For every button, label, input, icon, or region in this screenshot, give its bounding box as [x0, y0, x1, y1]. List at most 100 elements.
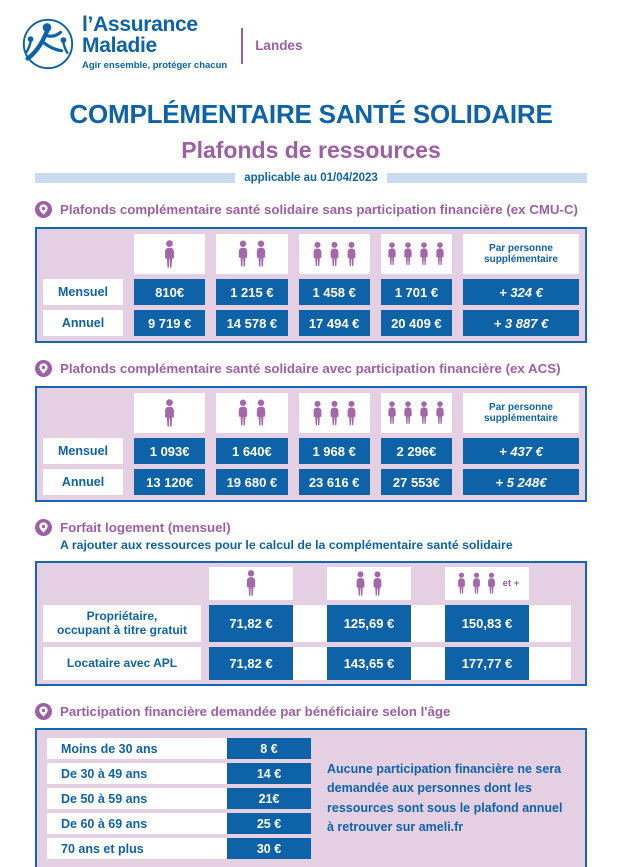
gutter	[201, 605, 209, 642]
value-cell: 23 616 €	[298, 469, 370, 495]
table-row: De 30 à 49 ans 14 €	[47, 763, 311, 784]
gutter	[201, 567, 209, 600]
age-label: De 50 à 59 ans	[47, 788, 227, 809]
spacer	[529, 647, 571, 680]
table-corner	[43, 393, 123, 433]
banner-bar	[35, 173, 236, 183]
table-header-row: et +	[43, 567, 579, 600]
header-divider	[241, 28, 244, 64]
page-subtitle: Plafonds de ressources	[181, 137, 441, 163]
value-cell: 143,65 €	[327, 647, 411, 680]
value-cell: + 437 €	[463, 438, 579, 464]
table-corner	[43, 567, 201, 600]
age-label: Moins de 30 ans	[47, 738, 227, 759]
household-2-persons-icon	[327, 567, 411, 600]
section-heading-text: Plafonds complémentaire santé solidaire …	[60, 202, 578, 217]
value-cell: 13 120€	[134, 469, 206, 495]
value-cell: 125,69 €	[327, 605, 411, 642]
value-cell: 1 640€	[216, 438, 288, 464]
age-value: 30 €	[227, 838, 311, 859]
value-cell: 1 093€	[134, 438, 206, 464]
table-row: Locataire avec APL 71,82 € 143,65 € 177,…	[43, 647, 579, 680]
value-cell: + 5 248€	[463, 469, 579, 495]
section-heading-cmuc: Plafonds complémentaire santé solidaire …	[35, 201, 592, 218]
age-value: 8 €	[227, 738, 311, 759]
gutter	[411, 567, 445, 600]
extra-person-header: Par personne supplémentaire	[463, 234, 579, 274]
value-cell: 1 701 €	[380, 279, 452, 305]
value-cell: 1 458 €	[298, 279, 370, 305]
brand-name-line1: l’Assurance	[82, 13, 198, 36]
value-cell: 1 968 €	[298, 438, 370, 464]
brand-block: l’Assurance Maladie Agir ensemble, proté…	[82, 14, 227, 71]
table-cmuc: Par personne supplémentaire Mensuel 810€…	[35, 227, 587, 343]
row-label: Annuel	[43, 310, 123, 336]
value-cell: 71,82 €	[209, 605, 293, 642]
row-label: Propriétaire, occupant à titre gratuit	[43, 605, 201, 642]
section-heading-text: Participation financière demandée par bé…	[60, 704, 451, 719]
table-row: De 60 à 69 ans 25 €	[47, 813, 311, 834]
value-cell: + 324 €	[463, 279, 579, 305]
applicable-banner: applicable au 01/04/2023	[35, 172, 588, 184]
household-2-persons-icon	[216, 234, 288, 274]
value-cell: 2 296€	[380, 438, 452, 464]
household-4-persons-icon	[380, 393, 452, 433]
spacer	[411, 605, 445, 642]
et-plus-label: et +	[502, 578, 520, 589]
table-acs: Par personne supplémentaire Mensuel 1 09…	[35, 386, 587, 502]
value-cell: 810€	[134, 279, 206, 305]
household-3-persons-icon	[298, 393, 370, 433]
participation-note: Aucune participation financière ne sera …	[327, 761, 563, 834]
value-cell: 14 578 €	[216, 310, 288, 336]
table-logement: et + Propriétaire, occupant à titre grat…	[35, 561, 587, 686]
row-label: Locataire avec APL	[43, 647, 201, 680]
row-label: Mensuel	[43, 438, 123, 464]
spacer	[293, 605, 327, 642]
page-title: COMPLÉMENTAIRE SANTÉ SOLIDAIRE	[69, 99, 553, 129]
household-1-person-icon	[209, 567, 293, 600]
household-2-persons-icon	[216, 393, 288, 433]
row-label: Mensuel	[43, 279, 123, 305]
row-label: Annuel	[43, 469, 123, 495]
section-heading-text: Forfait logement (mensuel)	[60, 520, 231, 535]
table-corner	[43, 234, 123, 274]
value-cell: 27 553€	[380, 469, 452, 495]
table-row: De 50 à 59 ans 21€	[47, 788, 311, 809]
value-cell: 150,83 €	[445, 605, 529, 642]
age-label: 70 ans et plus	[47, 838, 227, 859]
location-pin-icon	[35, 360, 52, 377]
spacer	[293, 647, 327, 680]
table-participation: Moins de 30 ans 8 € De 30 à 49 ans 14 € …	[35, 728, 587, 867]
age-rows: Moins de 30 ans 8 € De 30 à 49 ans 14 € …	[47, 738, 311, 859]
section-subheading: A rajouter aux ressources pour le calcul…	[60, 538, 513, 552]
section-heading-acs: Plafonds complémentaire santé solidaire …	[35, 360, 592, 377]
table-row: Propriétaire, occupant à titre gratuit 7…	[43, 605, 579, 642]
brand-tagline: Agir ensemble, protéger chacun	[82, 60, 228, 71]
age-label: De 60 à 69 ans	[47, 813, 227, 834]
gutter	[293, 567, 327, 600]
household-3-persons-icon	[298, 234, 370, 274]
header: l’Assurance Maladie Agir ensemble, proté…	[0, 0, 622, 77]
brand-name-line2: Maladie	[82, 34, 157, 57]
location-pin-icon	[35, 703, 52, 720]
household-4-persons-icon	[380, 234, 452, 274]
location-pin-icon	[35, 519, 52, 536]
age-value: 25 €	[227, 813, 311, 834]
section-heading-text: Plafonds complémentaire santé solidaire …	[60, 361, 561, 376]
securite-sociale-emblem-icon	[18, 14, 76, 77]
age-value: 14 €	[227, 763, 311, 784]
table-row: Moins de 30 ans 8 €	[47, 738, 311, 759]
gutter	[201, 647, 209, 680]
section-heading-participation: Participation financière demandée par bé…	[35, 703, 592, 720]
household-1-person-icon	[134, 393, 206, 433]
value-cell: 19 680 €	[216, 469, 288, 495]
applicable-date: applicable au 01/04/2023	[244, 172, 378, 184]
value-cell: 20 409 €	[380, 310, 452, 336]
section-heading-logement: Forfait logement (mensuel)	[35, 519, 592, 536]
location-pin-icon	[35, 201, 52, 218]
gutter	[529, 567, 579, 600]
spacer	[529, 605, 571, 642]
value-cell: 17 494 €	[298, 310, 370, 336]
value-cell: 71,82 €	[209, 647, 293, 680]
